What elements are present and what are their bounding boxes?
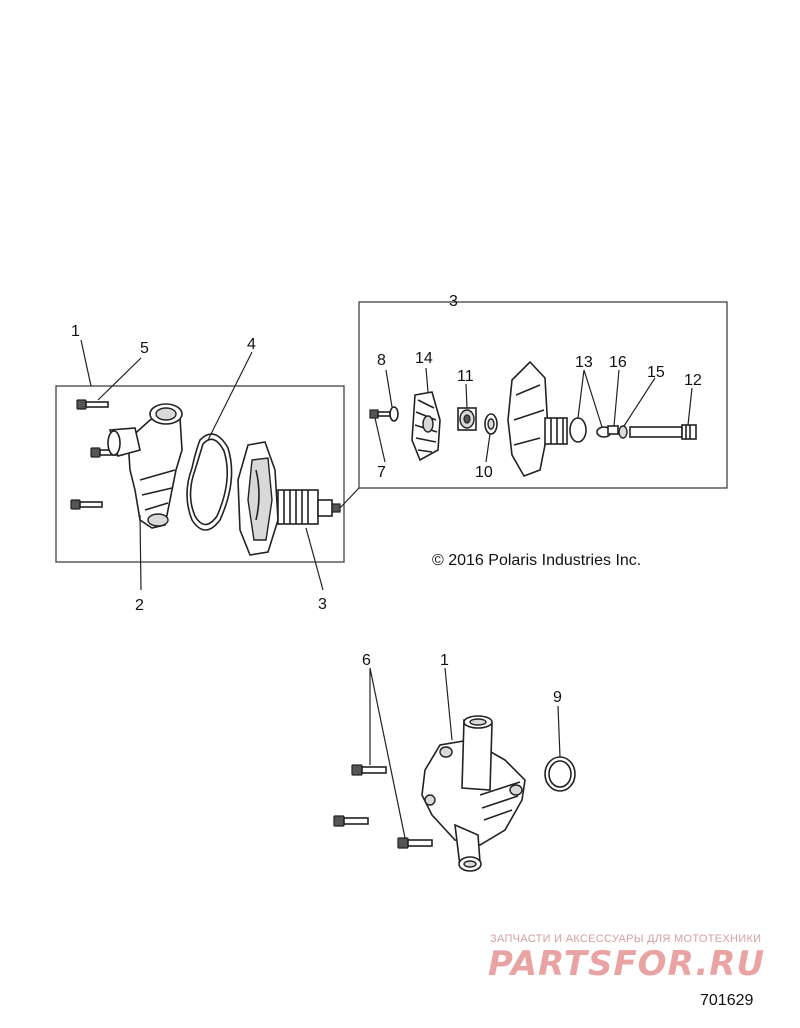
seal-part-11 <box>457 407 477 431</box>
pump-cover-part-3 <box>237 441 341 556</box>
bearing-part-16 <box>607 425 619 435</box>
assembly-box-left <box>55 385 345 563</box>
callout-3-lower: 3 <box>318 596 327 613</box>
callout-7: 7 <box>377 464 386 481</box>
callout-9: 9 <box>553 689 562 706</box>
bolt-part-5-top <box>76 399 109 410</box>
copyright-notice: © 2016 Polaris Industries Inc. <box>432 552 642 569</box>
impeller-part-14 <box>411 391 441 462</box>
o-ring-part-4 <box>186 433 233 531</box>
callout-6: 6 <box>362 652 371 669</box>
pump-cover-inner-part-3 <box>507 360 568 477</box>
shaft-part-12 <box>629 424 697 440</box>
callout-15: 15 <box>647 364 665 381</box>
pump-housing-part-2 <box>107 403 183 529</box>
leader-lines <box>80 339 693 839</box>
bolt-part-6-mid <box>333 815 369 827</box>
water-pump-assembly-part-1 <box>421 715 526 872</box>
callout-11: 11 <box>457 368 474 385</box>
callout-13: 13 <box>575 354 593 371</box>
assembly-box-right <box>358 301 728 489</box>
watermark-logo: PARTSFOR.RU <box>488 944 766 984</box>
clip-part-15 <box>618 425 628 439</box>
bolt-part-6-top <box>351 764 387 776</box>
callout-4: 4 <box>247 336 256 353</box>
callout-14: 14 <box>415 350 433 367</box>
callout-12: 12 <box>684 372 702 389</box>
callout-5: 5 <box>140 340 149 357</box>
washer-part-8 <box>389 406 399 422</box>
document-number: 701629 <box>700 992 754 1009</box>
o-ring-part-13a <box>569 417 587 443</box>
watermark-tagline: ЗАПЧАСТИ И АКСЕССУАРЫ ДЛЯ МОТОТЕХНИКИ <box>490 933 762 945</box>
callout-8: 8 <box>377 352 386 369</box>
callout-1-lower: 1 <box>440 652 449 669</box>
callout-1-upper: 1 <box>71 323 80 340</box>
bolt-part-6-bottom <box>397 837 433 849</box>
callout-3-box: 3 <box>449 293 458 310</box>
callout-2: 2 <box>135 597 144 614</box>
callout-10: 10 <box>475 464 493 481</box>
screw-part-7 <box>369 409 391 419</box>
callout-16: 16 <box>609 354 627 371</box>
bolt-part-5-bottom <box>70 499 103 510</box>
